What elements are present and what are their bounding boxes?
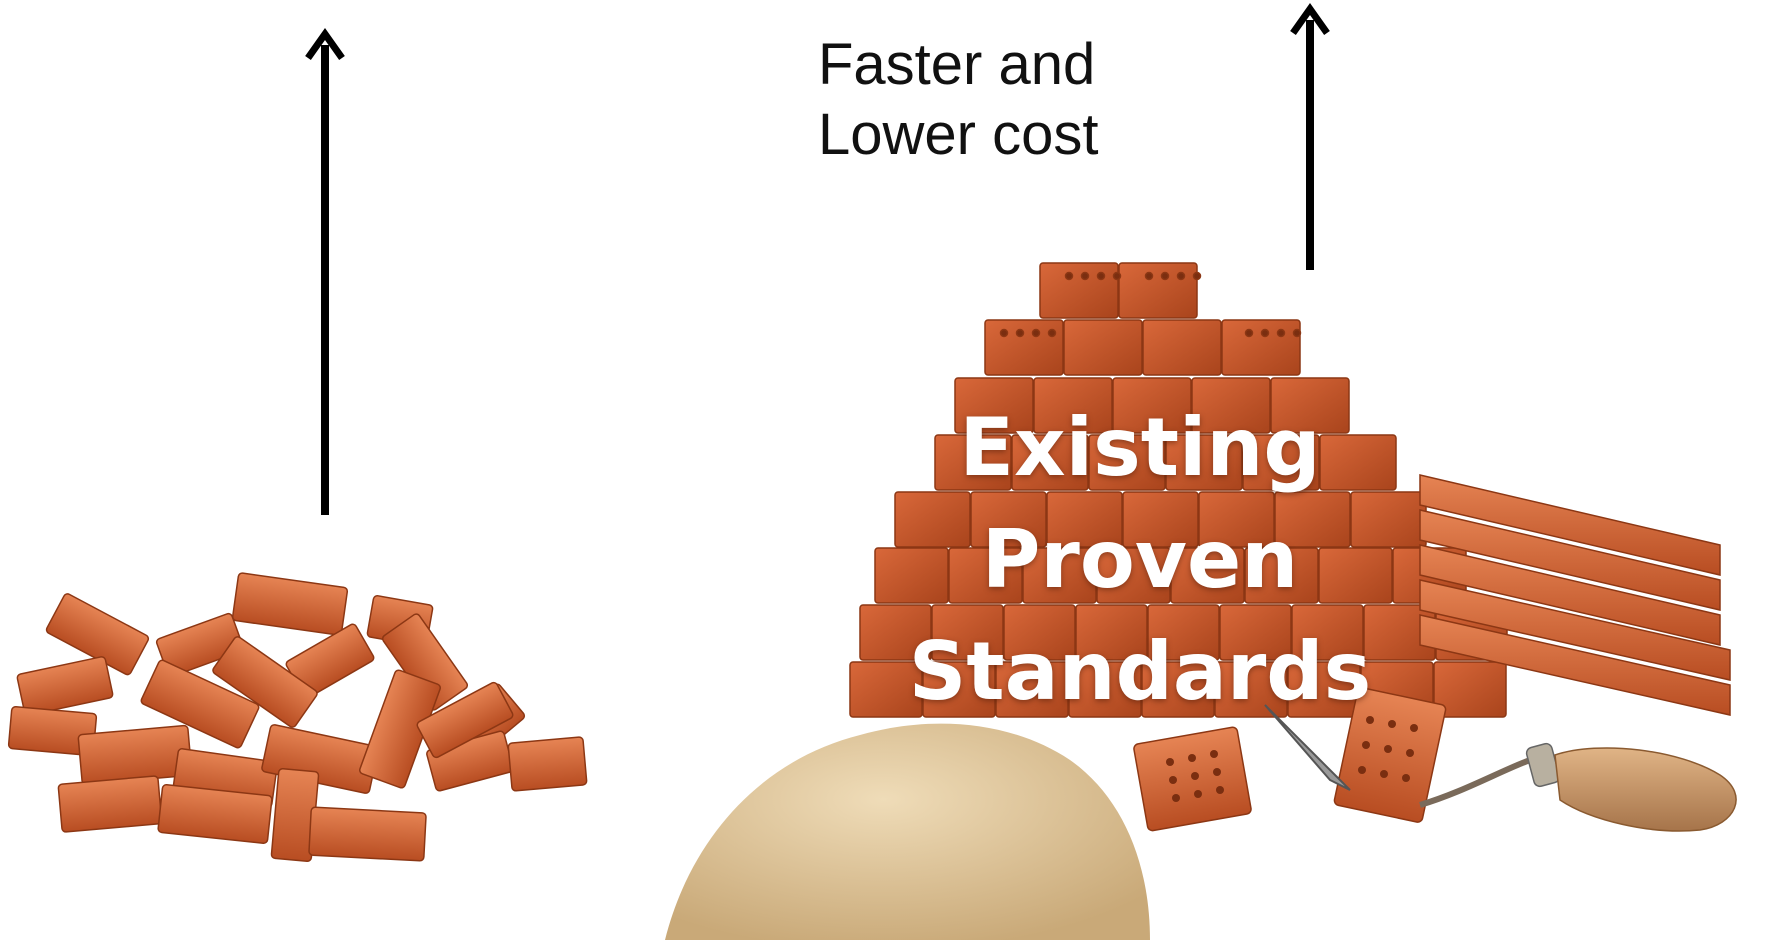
pyramid-brick: [874, 547, 949, 604]
existing-proven-standards-label: Existing Proven Standards: [880, 392, 1400, 728]
pyramid-brick: [1270, 377, 1350, 434]
brick-hole: [1292, 328, 1302, 338]
pyramid-brick: [1141, 661, 1215, 718]
pyramid-brick: [1112, 377, 1192, 434]
pyramid-brick: [1068, 661, 1142, 718]
brick-hole: [1031, 328, 1041, 338]
label-line-2: Proven: [981, 513, 1299, 606]
pyramid-brick: [970, 491, 1047, 548]
pyramid-brick: [1274, 491, 1351, 548]
pyramid-brick: [1244, 547, 1319, 604]
sand-pile: [665, 723, 1150, 940]
pyramid-brick: [1319, 434, 1397, 491]
brick-hole: [999, 328, 1009, 338]
brick-hole: [1080, 271, 1090, 281]
pyramid-brick: [1011, 434, 1089, 491]
pyramid-brick: [1242, 434, 1320, 491]
pyramid-brick: [1118, 262, 1198, 319]
brick-pyramid-image: [665, 262, 1737, 940]
pyramid-brick: [1214, 661, 1288, 718]
pyramid-brick: [1088, 434, 1166, 491]
pyramid-brick: [948, 547, 1023, 604]
brick-hole: [1015, 328, 1025, 338]
pyramid-brick: [1122, 491, 1199, 548]
brick-hole: [1144, 271, 1154, 281]
pyramid-brick: [931, 604, 1004, 661]
pyramid-brick: [849, 661, 923, 718]
pyramid-brick: [1433, 661, 1507, 718]
pyramid-brick: [1096, 547, 1171, 604]
brick-hole: [1260, 328, 1270, 338]
pyramid-brick: [1165, 434, 1243, 491]
pyramid-brick: [934, 434, 1012, 491]
pyramid-brick: [1075, 604, 1148, 661]
loose-brick-pile-image: [7, 572, 588, 862]
pyramid-brick: [984, 319, 1064, 376]
pyramid-brick: [1219, 604, 1292, 661]
pyramid-brick: [1022, 547, 1097, 604]
pyramid-brick: [954, 377, 1034, 434]
pyramid-brick: [1191, 377, 1271, 434]
brick-hole: [1160, 271, 1170, 281]
pyramid-brick: [1046, 491, 1123, 548]
pyramid-brick: [995, 661, 1069, 718]
up-arrow-icon: [1290, 2, 1330, 270]
pyramid-brick: [922, 661, 996, 718]
pyramid-brick: [1318, 547, 1393, 604]
trowel: [1264, 704, 1737, 832]
label-line-1: Existing: [959, 401, 1321, 494]
label-line-3: Standards: [908, 625, 1372, 718]
perforated-brick-stack: [1419, 474, 1731, 716]
brick-hole: [1064, 271, 1074, 281]
pyramid-brick: [1170, 547, 1245, 604]
pyramid-brick: [1063, 319, 1143, 376]
brick-hole: [1176, 271, 1186, 281]
brick-hole: [1192, 271, 1202, 281]
pyramid-brick: [1147, 604, 1220, 661]
pyramid-brick: [1198, 491, 1275, 548]
brick-hole: [1112, 271, 1122, 281]
pyramid-brick: [1291, 604, 1364, 661]
up-arrow-icon: [305, 27, 345, 515]
pyramid-brick: [1003, 604, 1076, 661]
brick-hole: [1047, 328, 1057, 338]
brick-hole: [1244, 328, 1254, 338]
pyramid-brick: [859, 604, 932, 661]
brick-hole: [1096, 271, 1106, 281]
pyramid-brick: [1039, 262, 1119, 319]
caption-line-1: Faster and: [818, 32, 1096, 97]
pyramid-brick: [1221, 319, 1301, 376]
caption-line-2: Lower cost: [818, 102, 1099, 167]
pyramid-brick: [894, 491, 971, 548]
brick-hole: [1276, 328, 1286, 338]
faster-lower-cost-caption: Faster and Lower cost: [818, 30, 1238, 170]
pyramid-brick: [1142, 319, 1222, 376]
pyramid-brick: [1033, 377, 1113, 434]
